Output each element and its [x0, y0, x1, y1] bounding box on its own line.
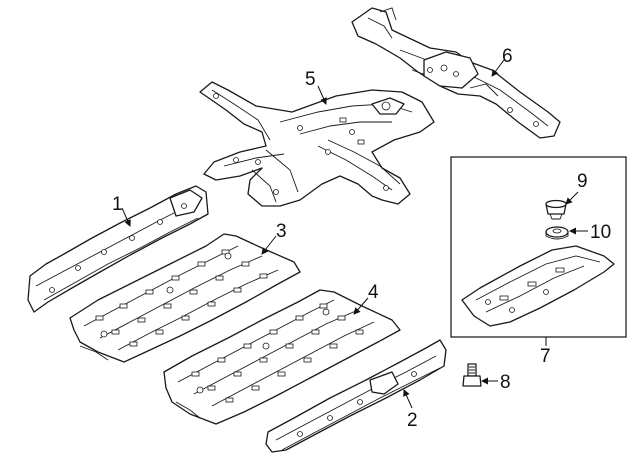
part-6-rear-crossmember: [351, 7, 561, 139]
callout-2: 2: [407, 410, 418, 431]
callout-8: 8: [500, 372, 511, 393]
part-8-bolt: [462, 363, 482, 387]
part-7-shield: [461, 245, 615, 327]
callout-5: 5: [305, 69, 316, 90]
callout-3: 3: [276, 221, 287, 242]
part-2-right-rail: [265, 339, 447, 453]
part-5-center-floor-structure: [199, 81, 435, 207]
part-9-clip: [545, 199, 567, 220]
callout-9: 9: [577, 171, 588, 192]
callout-1: 1: [112, 194, 123, 215]
floor-pan-3-holes: [95, 249, 268, 347]
callout-labels: 1 3 4 5 6 2 9 10 7 8: [112, 46, 611, 431]
part-4-right-floor-pan: [163, 289, 401, 425]
part-10-nut: [545, 226, 569, 240]
part-1-left-rail: [27, 185, 209, 313]
part-3-left-floor-pan: [69, 233, 301, 363]
callout-10: 10: [590, 222, 611, 243]
callout-4: 4: [368, 282, 379, 303]
leader-lines: [121, 59, 588, 409]
floor-pan-4-holes: [191, 303, 364, 403]
inset-box: [450, 156, 627, 338]
callout-6: 6: [502, 46, 513, 67]
callout-7: 7: [540, 346, 551, 367]
